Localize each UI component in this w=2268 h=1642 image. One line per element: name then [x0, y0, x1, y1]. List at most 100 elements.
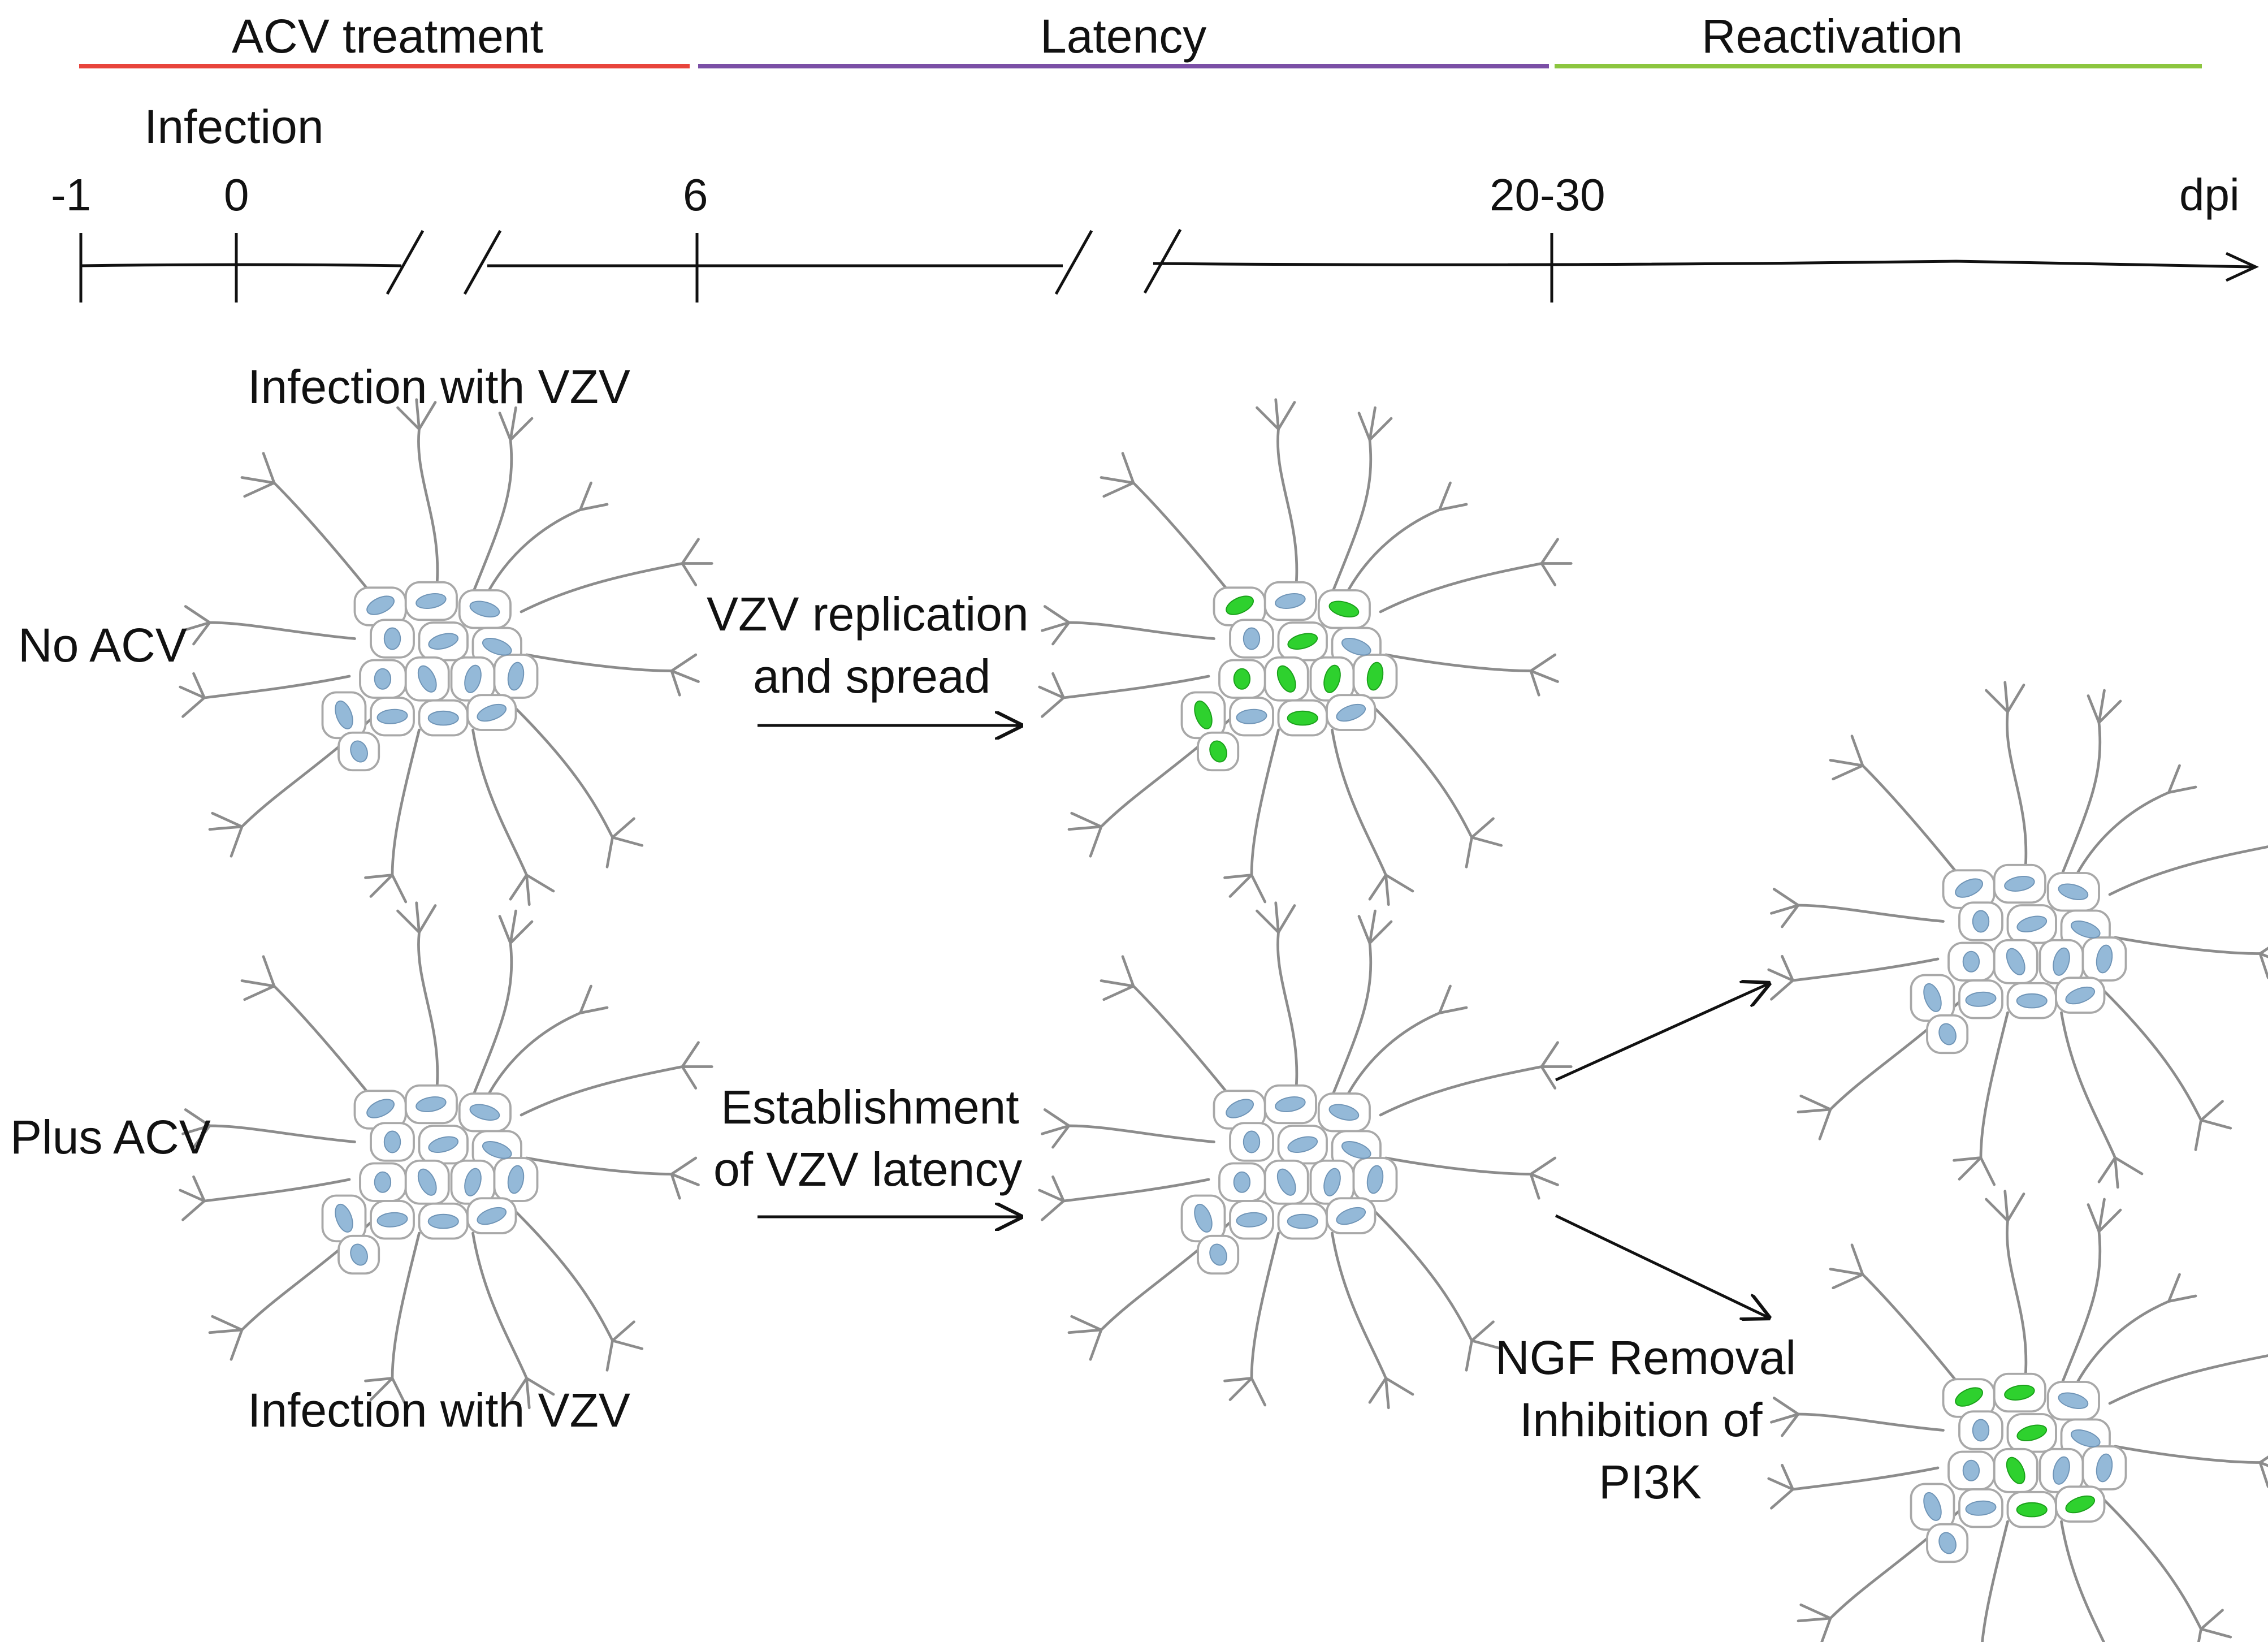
latent-nucleus [507, 662, 525, 691]
latent-nucleus [464, 664, 482, 693]
infected-nucleus [2016, 1424, 2048, 1441]
latent-nucleus [1341, 638, 1371, 656]
latent-nucleus [383, 1130, 401, 1153]
latent-nucleus [2016, 915, 2048, 932]
phase-label-reactivation: Reactivation [1702, 10, 1963, 63]
axis-break-1a [386, 230, 425, 295]
latent-nucleus [428, 633, 459, 650]
infected-nucleus [1323, 664, 1341, 693]
neuron-cluster-reactivated [1767, 1190, 2268, 1642]
latency-label-line2: of VZV latency [713, 1143, 1023, 1196]
latent-nucleus [1328, 1104, 1360, 1121]
to-latent-cluster-arrow [1555, 984, 1768, 1082]
latent-nucleus [1366, 1165, 1384, 1194]
infected-nucleus [2004, 1385, 2035, 1401]
axis-break-1b [463, 230, 502, 295]
latent-nucleus [335, 700, 353, 729]
infected-nucleus [1276, 665, 1296, 693]
latent-nucleus [477, 703, 507, 722]
latent-nucleus [482, 1141, 512, 1159]
replication-label-line2: and spread [753, 650, 991, 703]
latent-nucleus [1965, 991, 1997, 1007]
latent-nucleus [2016, 993, 2048, 1009]
infected-nucleus [1328, 600, 1360, 617]
latent-nucleus [1243, 627, 1261, 650]
cell-nuclei [1923, 1385, 2113, 1554]
latent-nucleus [1276, 1168, 1296, 1196]
latent-nucleus [417, 1168, 437, 1196]
axis-break-2b [1143, 228, 1182, 294]
latent-nucleus [350, 740, 368, 763]
timeline-arrowhead [2225, 252, 2259, 282]
latent-nucleus [1243, 1130, 1261, 1153]
latent-nucleus [477, 1207, 507, 1225]
latent-nucleus [374, 1171, 392, 1193]
neuron-cluster-latent-maintained [1767, 681, 2268, 1189]
latent-nucleus [428, 1136, 459, 1153]
latent-nucleus [1236, 708, 1267, 724]
cell-nuclei [335, 1096, 525, 1266]
tick-label-20-30: 20-30 [1490, 170, 1605, 220]
latent-nucleus [1962, 1459, 1980, 1481]
infected-nucleus [1287, 633, 1318, 650]
latent-nucleus [1236, 1212, 1267, 1228]
phase-label-acv-treatment: ACV treatment [232, 10, 543, 63]
infected-nucleus [2006, 1457, 2025, 1484]
axis-break-2a [1054, 230, 1093, 295]
timeline-infection-label: Infection [144, 100, 324, 153]
latent-nucleus [1287, 1136, 1318, 1153]
neuron-cluster-no-acv-infected [1038, 398, 1573, 906]
latent-nucleus [507, 1165, 525, 1194]
phase-label-latency: Latency [1040, 10, 1207, 63]
infection-label-bottom: Infection with VZV [248, 1384, 630, 1437]
infected-nucleus [2065, 1495, 2096, 1514]
latent-nucleus [366, 595, 395, 615]
latent-nucleus [1341, 1141, 1371, 1159]
latent-nucleus [1955, 878, 1983, 898]
latent-nucleus [1336, 703, 1366, 722]
latency-label-line1: Establishment [721, 1081, 1019, 1134]
reactivation-label-line2: Inhibition of [1520, 1393, 1763, 1446]
latent-nucleus [350, 1243, 368, 1266]
infected-nucleus [1226, 595, 1254, 615]
latent-nucleus [2053, 1456, 2070, 1485]
infected-nucleus [1366, 662, 1384, 691]
latent-nucleus [1923, 983, 1942, 1012]
latent-nucleus [482, 638, 512, 656]
latent-nucleus [427, 1213, 459, 1229]
latent-nucleus [1226, 1099, 1254, 1118]
latent-nucleus [415, 1096, 447, 1112]
infected-nucleus [1209, 740, 1227, 763]
latent-nucleus [2070, 921, 2101, 939]
latent-nucleus [1965, 1500, 1997, 1516]
cell-nuclei [1194, 593, 1384, 763]
neuron-cluster-plus-acv-initial [179, 901, 713, 1410]
latent-nucleus [1938, 1532, 1957, 1554]
infected-nucleus [1194, 700, 1213, 729]
latent-nucleus [1336, 1207, 1366, 1225]
row-label-plus-acv: Plus ACV [10, 1110, 211, 1164]
latent-nucleus [2058, 1392, 2089, 1409]
neuron-cluster-plus-acv-latent [1038, 901, 1573, 1410]
latent-nucleus [469, 600, 500, 617]
infected-nucleus [1287, 710, 1318, 726]
to-reactivated-cluster-arrow [1555, 1214, 1768, 1317]
latent-nucleus [1972, 1419, 1990, 1442]
cell-nuclei [1194, 1096, 1384, 1266]
timeline-segment-1 [80, 263, 402, 267]
latent-nucleus [2070, 1429, 2101, 1447]
latent-nucleus [1938, 1023, 1957, 1045]
infected-nucleus [2016, 1502, 2048, 1518]
latent-nucleus [2096, 1453, 2113, 1483]
row-label-no-acv: No ACV [18, 619, 187, 672]
infected-nucleus [1955, 1387, 1983, 1407]
latent-nucleus [464, 1168, 482, 1196]
latent-nucleus [2053, 947, 2070, 976]
latent-nucleus [366, 1099, 395, 1118]
tick-label-6: 6 [683, 170, 708, 220]
latent-nucleus [1323, 1168, 1341, 1196]
replication-label-line1: VZV replication [707, 587, 1029, 641]
latent-nucleus [1209, 1243, 1227, 1266]
latent-nucleus [1233, 1171, 1251, 1193]
